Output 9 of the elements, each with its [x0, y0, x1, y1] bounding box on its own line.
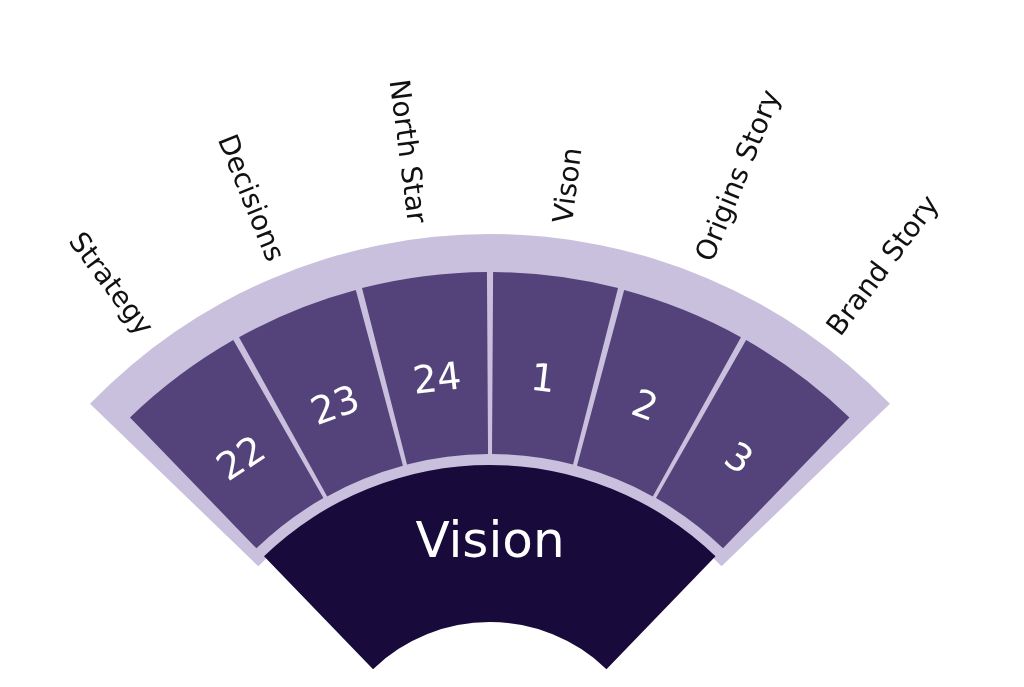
segment-number: 3: [718, 435, 760, 481]
segment-number: 24: [410, 356, 464, 401]
segment-number: 1: [528, 358, 558, 399]
sector-title: Vision: [415, 515, 565, 565]
segment-number: 23: [305, 379, 364, 432]
segment-number: 2: [627, 383, 664, 428]
segment-label: Vison: [549, 145, 587, 225]
segment-label: North Star: [384, 77, 431, 225]
segment-number: 22: [210, 428, 272, 487]
